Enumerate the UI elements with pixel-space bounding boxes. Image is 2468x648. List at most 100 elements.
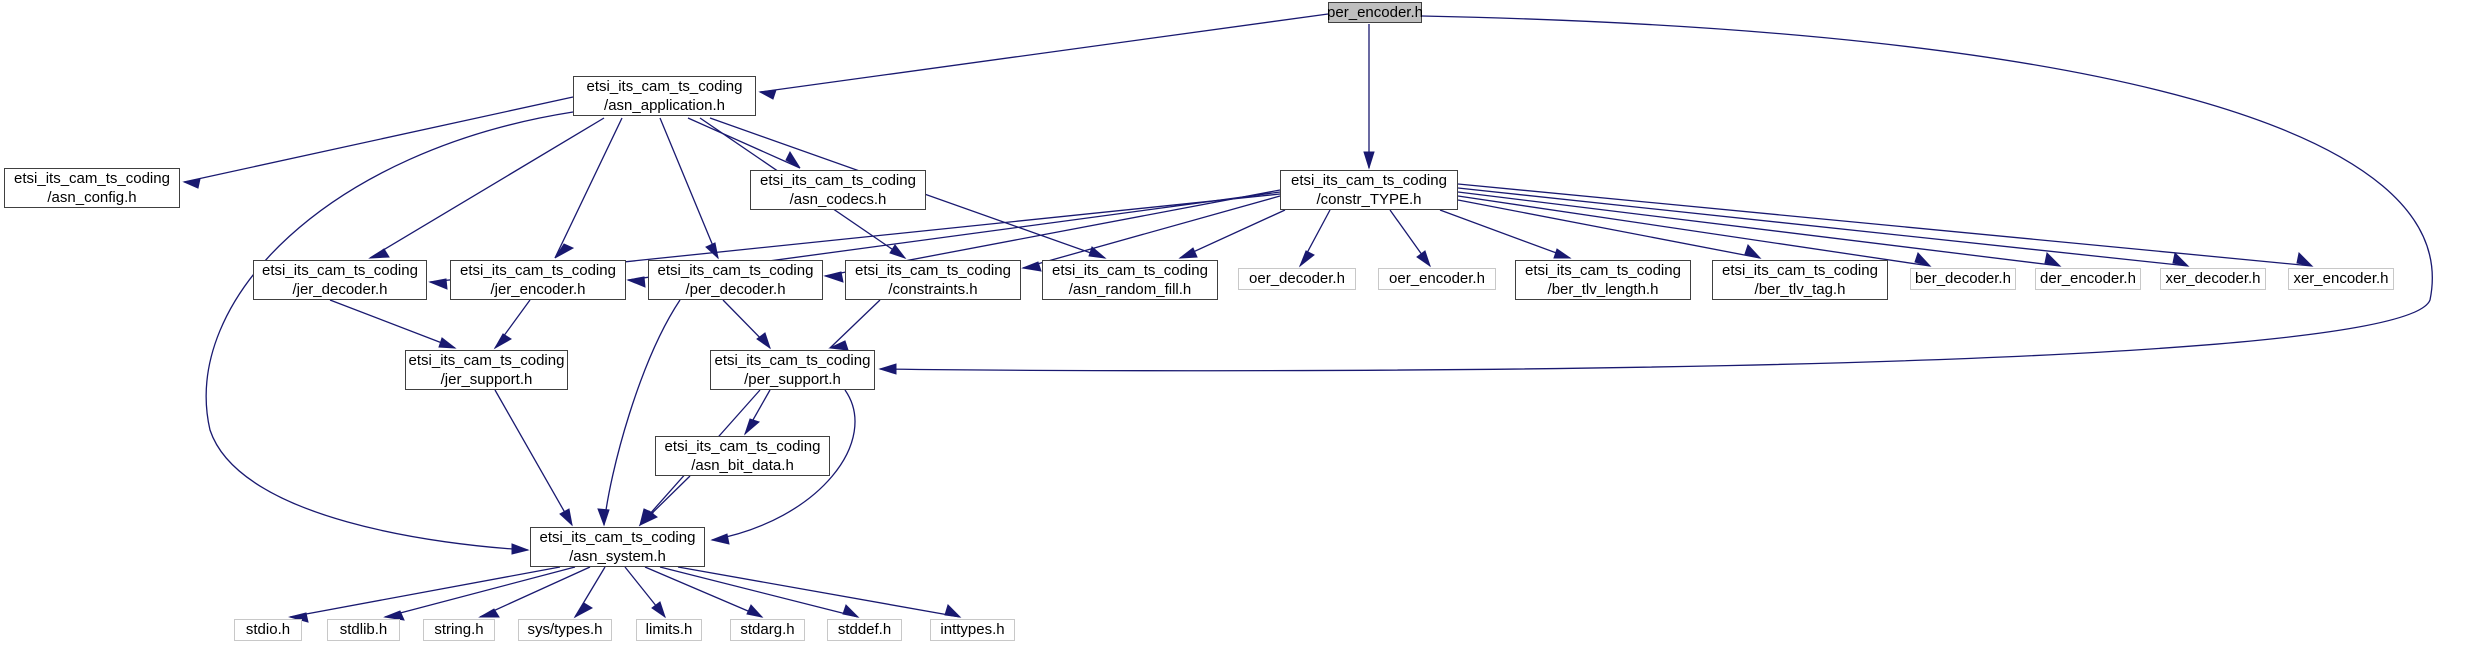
edge-jer_encoder-to-jer_support <box>493 299 531 350</box>
graph-node-stdio[interactable]: stdio.h <box>234 619 302 641</box>
edge-per_encoder-to-per_support <box>878 15 2433 375</box>
node-label-line2: /constr_TYPE.h <box>1316 191 1422 208</box>
graph-node-per_encoder[interactable]: per_encoder.h <box>1327 2 1423 23</box>
edge-asn_system-to-stddef <box>659 566 860 618</box>
edge-arrowhead <box>1363 151 1375 170</box>
node-label-line2: /per_decoder.h <box>685 281 786 298</box>
edge-arrowhead <box>428 278 448 290</box>
node-label-line2: /jer_support.h <box>440 371 533 388</box>
edge-arrowhead <box>1298 250 1315 268</box>
edge-arrowhead <box>828 340 849 351</box>
node-label-line1: etsi_its_cam_ts_coding <box>14 169 170 187</box>
edge-arrowhead <box>889 244 907 259</box>
graph-node-inttypes[interactable]: inttypes.h <box>930 619 1015 641</box>
node-label-line1: stddef.h <box>837 621 892 639</box>
graph-node-asn_application[interactable]: etsi_its_cam_ts_coding/asn_application.h <box>573 76 756 116</box>
edge-asn_application-to-jer_encoder <box>554 117 623 259</box>
graph-node-asn_config[interactable]: etsi_its_cam_ts_coding/asn_config.h <box>4 168 180 208</box>
graph-node-asn_bit_data[interactable]: etsi_its_cam_ts_coding/asn_bit_data.h <box>655 436 830 476</box>
graph-node-stddef[interactable]: stddef.h <box>827 619 902 641</box>
edge-arrowhead <box>2044 251 2062 267</box>
graph-node-jer_support[interactable]: etsi_its_cam_ts_coding/jer_support.h <box>405 350 568 390</box>
edge-arrowhead <box>2296 251 2314 267</box>
edge-arrowhead <box>639 508 654 527</box>
edge-asn_system-to-stdlib <box>383 566 576 621</box>
node-label-line2: /asn_system.h <box>569 548 666 565</box>
node-label-line2: /constraints.h <box>888 281 978 298</box>
node-label-line2: /ber_tlv_length.h <box>1547 281 1659 298</box>
graph-node-string[interactable]: string.h <box>423 619 495 641</box>
edge-arrowhead <box>823 271 844 283</box>
edge-arrowhead <box>1088 246 1107 259</box>
edge-arrowhead <box>638 510 658 527</box>
graph-node-der_encoder[interactable]: der_encoder.h <box>2035 268 2141 290</box>
node-label-line1: stdarg.h <box>740 621 795 639</box>
graph-node-jer_decoder[interactable]: etsi_its_cam_ts_coding/jer_decoder.h <box>253 260 427 300</box>
graph-node-xer_encoder[interactable]: xer_encoder.h <box>2288 268 2394 290</box>
node-label-line2: /jer_decoder.h <box>292 281 388 298</box>
edge-per_encoder-to-asn_application <box>758 13 1329 100</box>
graph-node-sys_types[interactable]: sys/types.h <box>518 619 612 641</box>
node-label-line1: etsi_its_cam_ts_coding <box>1722 261 1878 279</box>
edge-per_decoder-to-per_support <box>722 299 771 350</box>
edge-arrowhead <box>1553 248 1572 259</box>
node-label-line1: xer_encoder.h <box>2293 270 2389 288</box>
edge-jer_decoder-to-jer_support <box>329 299 457 349</box>
edge-per_encoder-to-constr_TYPE <box>1363 24 1375 170</box>
edge-arrowhead <box>559 508 573 527</box>
edge-arrowhead <box>842 604 860 618</box>
edge-constr_TYPE-to-oer_encoder <box>1389 209 1431 268</box>
graph-node-stdarg[interactable]: stdarg.h <box>730 619 805 641</box>
graph-node-jer_encoder[interactable]: etsi_its_cam_ts_coding/jer_encoder.h <box>450 260 626 300</box>
node-label-line1: inttypes.h <box>940 621 1005 639</box>
edge-asn_system-to-stdarg <box>644 566 764 618</box>
graph-node-per_support[interactable]: etsi_its_cam_ts_coding/per_support.h <box>710 350 875 390</box>
graph-node-oer_decoder[interactable]: oer_decoder.h <box>1238 268 1356 290</box>
edge-arrowhead <box>944 604 962 618</box>
node-label-line1: etsi_its_cam_ts_coding <box>1525 261 1681 279</box>
edge-constr_TYPE-to-xer_encoder <box>1457 183 2314 267</box>
graph-node-ber_tlv_length[interactable]: etsi_its_cam_ts_coding/ber_tlv_length.h <box>1515 260 1691 300</box>
graph-node-constr_TYPE[interactable]: etsi_its_cam_ts_coding/constr_TYPE.h <box>1280 170 1458 210</box>
node-label-line1: stdlib.h <box>339 621 388 639</box>
graph-node-constraints[interactable]: etsi_its_cam_ts_coding/constraints.h <box>845 260 1021 300</box>
edge-asn_system-to-string <box>478 566 591 618</box>
node-label-line2: /asn_config.h <box>47 189 137 206</box>
graph-node-xer_decoder[interactable]: xer_decoder.h <box>2160 268 2266 290</box>
edge-arrowhead <box>758 89 777 100</box>
graph-node-asn_random_fill[interactable]: etsi_its_cam_ts_coding/asn_random_fill.h <box>1042 260 1218 300</box>
edge-asn_system-to-limits <box>624 566 666 619</box>
node-label-line1: oer_encoder.h <box>1389 270 1485 288</box>
graph-node-oer_encoder[interactable]: oer_encoder.h <box>1378 268 1496 290</box>
edge-asn_application-to-asn_config <box>182 96 574 189</box>
node-label-line1: string.h <box>434 621 484 639</box>
edge-constr_TYPE-to-asn_random_fill <box>1178 209 1286 259</box>
node-label-line1: limits.h <box>645 621 693 639</box>
edge-constr_TYPE-to-xer_decoder <box>1457 187 2190 267</box>
edge-arrowhead <box>368 248 390 259</box>
edge-arrowhead <box>1914 252 1932 267</box>
graph-node-asn_system[interactable]: etsi_its_cam_ts_coding/asn_system.h <box>530 527 705 567</box>
node-label-line1: xer_decoder.h <box>2165 270 2261 288</box>
graph-node-per_decoder[interactable]: etsi_its_cam_ts_coding/per_decoder.h <box>648 260 823 300</box>
edge-asn_bit_data-to-asn_system <box>638 475 691 527</box>
edge-constr_TYPE-to-ber_decoder <box>1457 195 1932 267</box>
graph-node-ber_tlv_tag[interactable]: etsi_its_cam_ts_coding/ber_tlv_tag.h <box>1712 260 1888 300</box>
graph-node-stdlib[interactable]: stdlib.h <box>327 619 400 641</box>
node-label-line1: stdio.h <box>245 621 291 639</box>
graph-node-asn_codecs[interactable]: etsi_its_cam_ts_coding/asn_codecs.h <box>750 170 926 210</box>
edge-asn_application-to-per_decoder <box>659 117 719 260</box>
node-label-line1: etsi_its_cam_ts_coding <box>657 261 814 279</box>
edge-arrowhead <box>1021 261 1042 272</box>
node-label-line1: etsi_its_cam_ts_coding <box>760 171 916 189</box>
graph-node-limits[interactable]: limits.h <box>636 619 702 641</box>
edge-arrowhead <box>743 418 760 436</box>
node-label-line1: etsi_its_cam_ts_coding <box>262 261 418 279</box>
edge-arrowhead <box>438 337 457 349</box>
edge-constr_TYPE-to-ber_tlv_tag <box>1457 199 1762 259</box>
node-label-line1: etsi_its_cam_ts_coding <box>664 437 821 455</box>
graph-node-ber_decoder[interactable]: ber_decoder.h <box>1910 268 2016 290</box>
edge-arrowhead <box>1744 244 1762 259</box>
edge-arrowhead <box>746 604 764 618</box>
